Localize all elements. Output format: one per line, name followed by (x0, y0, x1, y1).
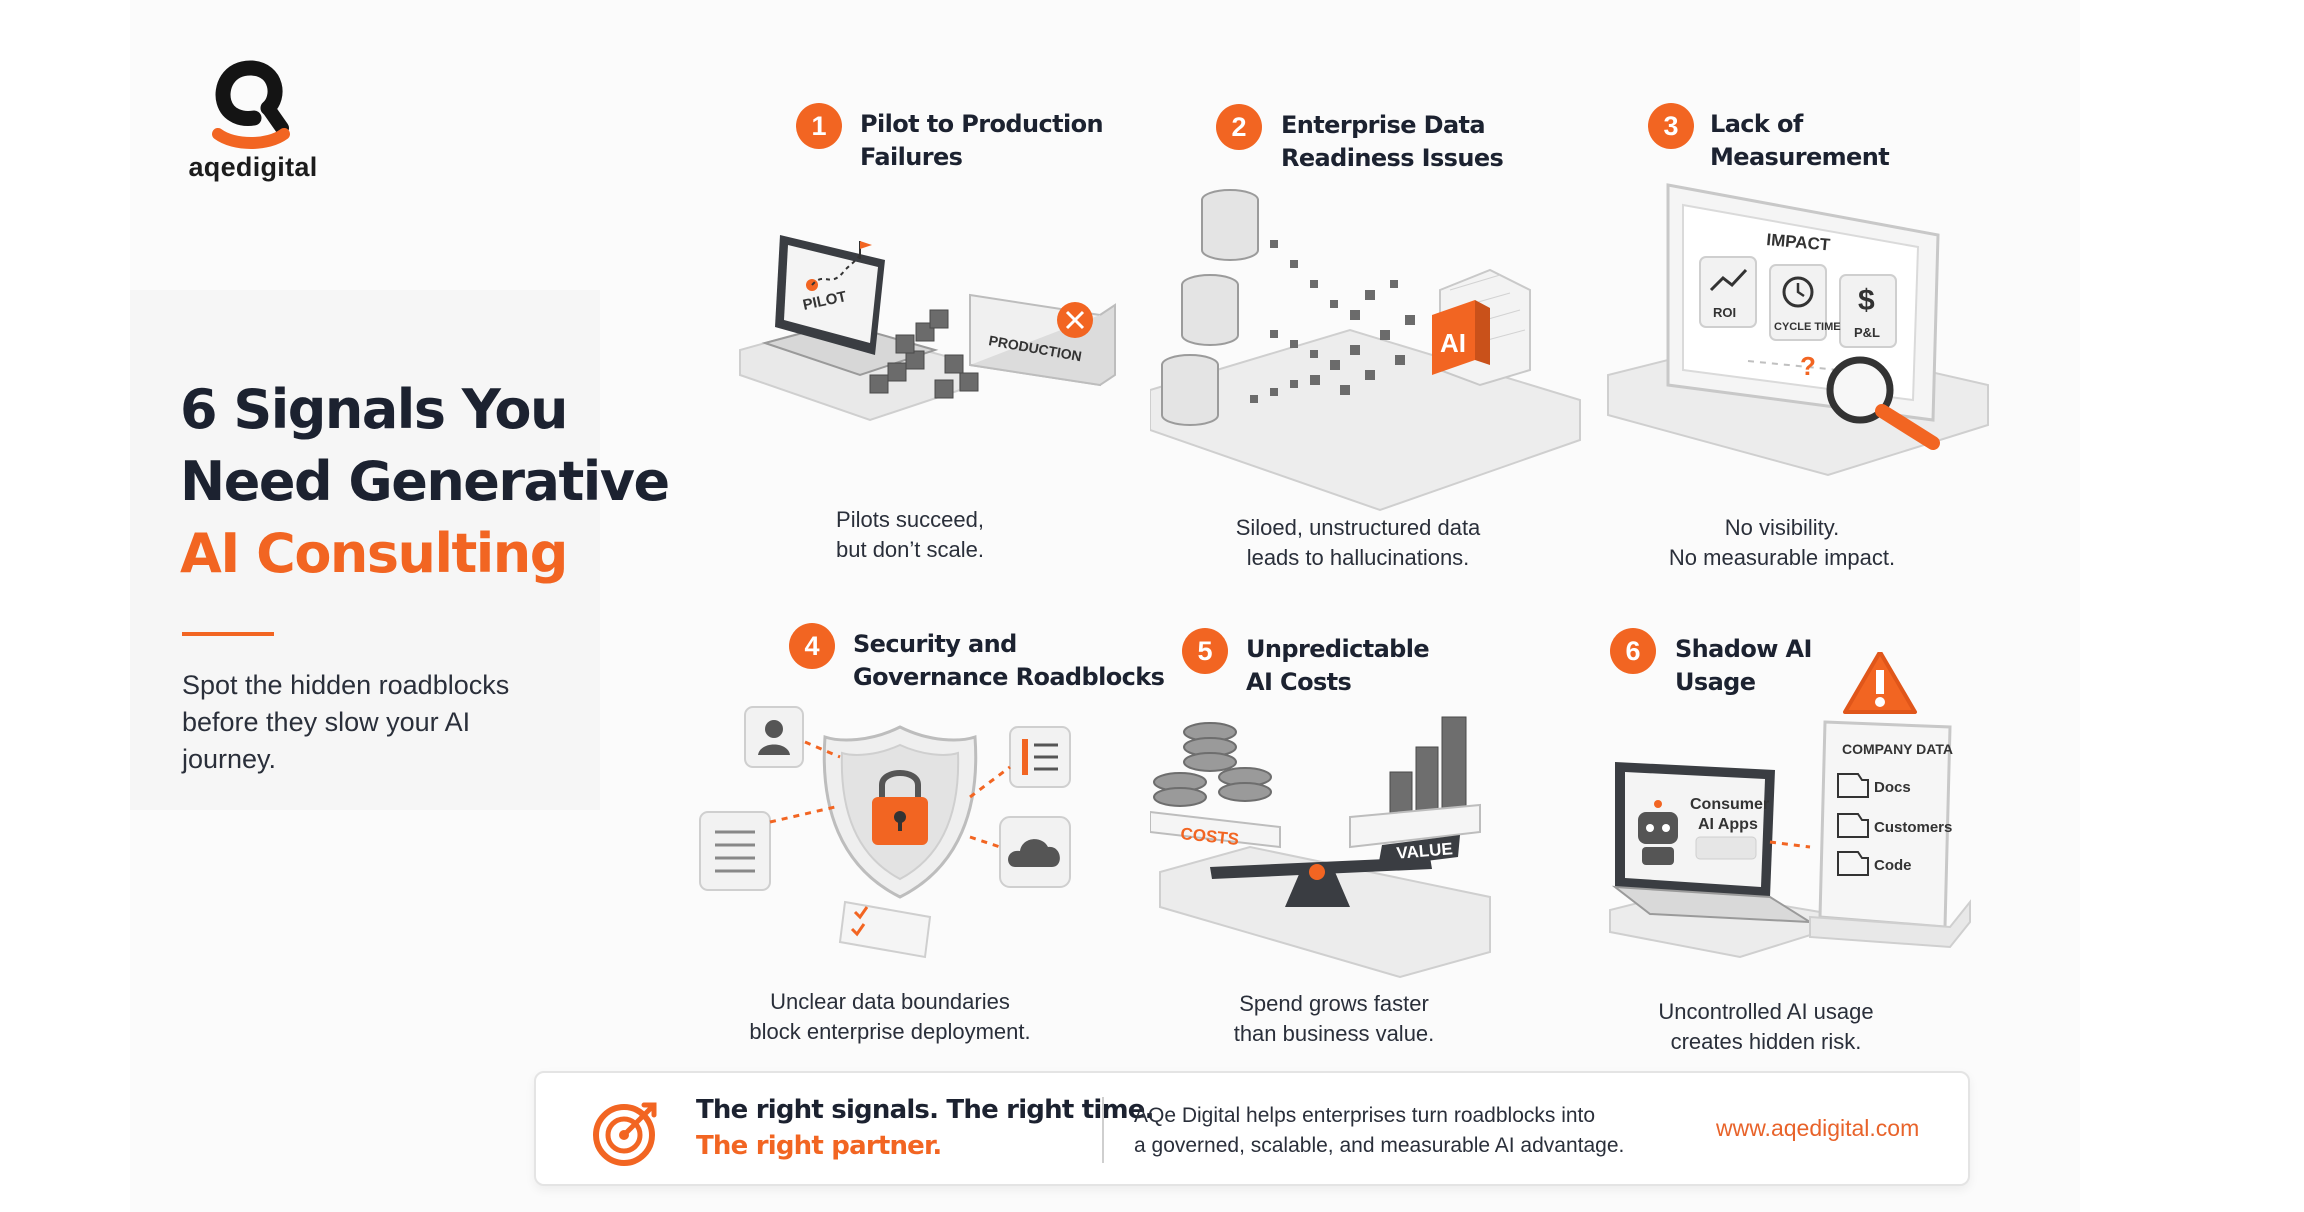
svg-text:?: ? (1800, 351, 1816, 381)
svg-text:Code: Code (1874, 857, 1912, 874)
cloud-icon (999, 816, 1071, 888)
website-link[interactable]: www.aqedigital.com (1716, 1115, 1920, 1141)
svg-text:COMPANY DATA: COMPANY DATA (1842, 741, 1953, 757)
coins-icon (1153, 722, 1272, 807)
laptop-icon: PILOT (761, 235, 939, 377)
folder-icon (1837, 773, 1869, 876)
signal-number: 5 (1182, 628, 1228, 674)
error-x-icon (1057, 302, 1093, 338)
svg-text:P&L: P&L (1854, 325, 1880, 340)
signal-caption: No visibility.No measurable impact. (1668, 515, 1896, 570)
lock-icon (872, 770, 928, 845)
signal-number: 2 (1216, 104, 1262, 150)
signal-number: 3 (1648, 103, 1694, 149)
trend-icon (1709, 268, 1748, 292)
headline-line-2: Need Generative (180, 450, 670, 513)
laptop-icon: Consumer AI Apps (1609, 762, 1821, 959)
target-icon (593, 1102, 657, 1166)
scale-icon (1210, 857, 1432, 907)
security-illustration (699, 706, 1071, 959)
dollar-icon: $ (1858, 284, 1875, 317)
checklist-icon (838, 900, 932, 959)
logo-mark-icon (212, 60, 290, 149)
magnifier-icon (1826, 356, 1940, 450)
shadow-ai-illustration: Consumer AI Apps COMPANY DATA Docs Custo… (1609, 652, 1971, 959)
checklist-icon (1009, 726, 1071, 788)
flag-icon (859, 241, 872, 259)
robot-icon (1638, 800, 1678, 865)
svg-text:AI: AI (1440, 328, 1466, 358)
tagline-line-2: The right partner. (696, 1131, 942, 1161)
brand-name: aqedigital (188, 152, 318, 182)
headline: 6 Signals You Need Generative AI Consult… (180, 374, 670, 590)
signal-caption: Pilots succeed,but don’t scale. (836, 507, 984, 562)
signal-number: 1 (796, 103, 842, 149)
svg-text:CYCLE TIME: CYCLE TIME (1774, 321, 1841, 333)
subtitle: Spot the hidden roadblocks before they s… (182, 670, 510, 774)
left-background-band (130, 290, 600, 810)
pilot-production-illustration: PILOT PRODUCTION (739, 235, 1116, 422)
tagline-line-1: The right signals. The right time. (696, 1095, 1154, 1125)
database-icon (1161, 189, 1259, 426)
ai-chip-icon: AI (1432, 300, 1490, 375)
svg-text:Docs: Docs (1874, 779, 1911, 796)
svg-text:AI Apps: AI Apps (1698, 816, 1758, 833)
svg-text:VALUE: VALUE (1396, 839, 1454, 863)
signal-number: 6 (1610, 628, 1656, 674)
brand-logo: aqedigital (168, 58, 338, 188)
headline-line-1: 6 Signals You (180, 378, 568, 441)
svg-text:ROI: ROI (1713, 305, 1736, 320)
warning-icon (1843, 652, 1917, 714)
signal-number: 4 (789, 623, 835, 669)
footer-description: AQe Digital helps enterprises turn roadb… (1134, 1104, 1625, 1157)
document-icon (699, 811, 771, 891)
footer-banner: The right signals. The right time. The r… (534, 1071, 1970, 1186)
footer-divider (1102, 1097, 1104, 1163)
ai-costs-illustration: COSTS VALUE (1150, 716, 1491, 979)
user-icon (744, 706, 804, 768)
svg-text:Consumer: Consumer (1690, 796, 1769, 813)
data-readiness-illustration: AI (1150, 189, 1581, 512)
headline-line-3: AI Consulting (180, 522, 568, 585)
accent-rule (182, 632, 274, 636)
clock-icon (1782, 276, 1814, 308)
svg-text:Customers: Customers (1874, 819, 1952, 836)
measurement-illustration: IMPACT ROI CYCLE TIME $ P&L ? (1607, 183, 1989, 477)
